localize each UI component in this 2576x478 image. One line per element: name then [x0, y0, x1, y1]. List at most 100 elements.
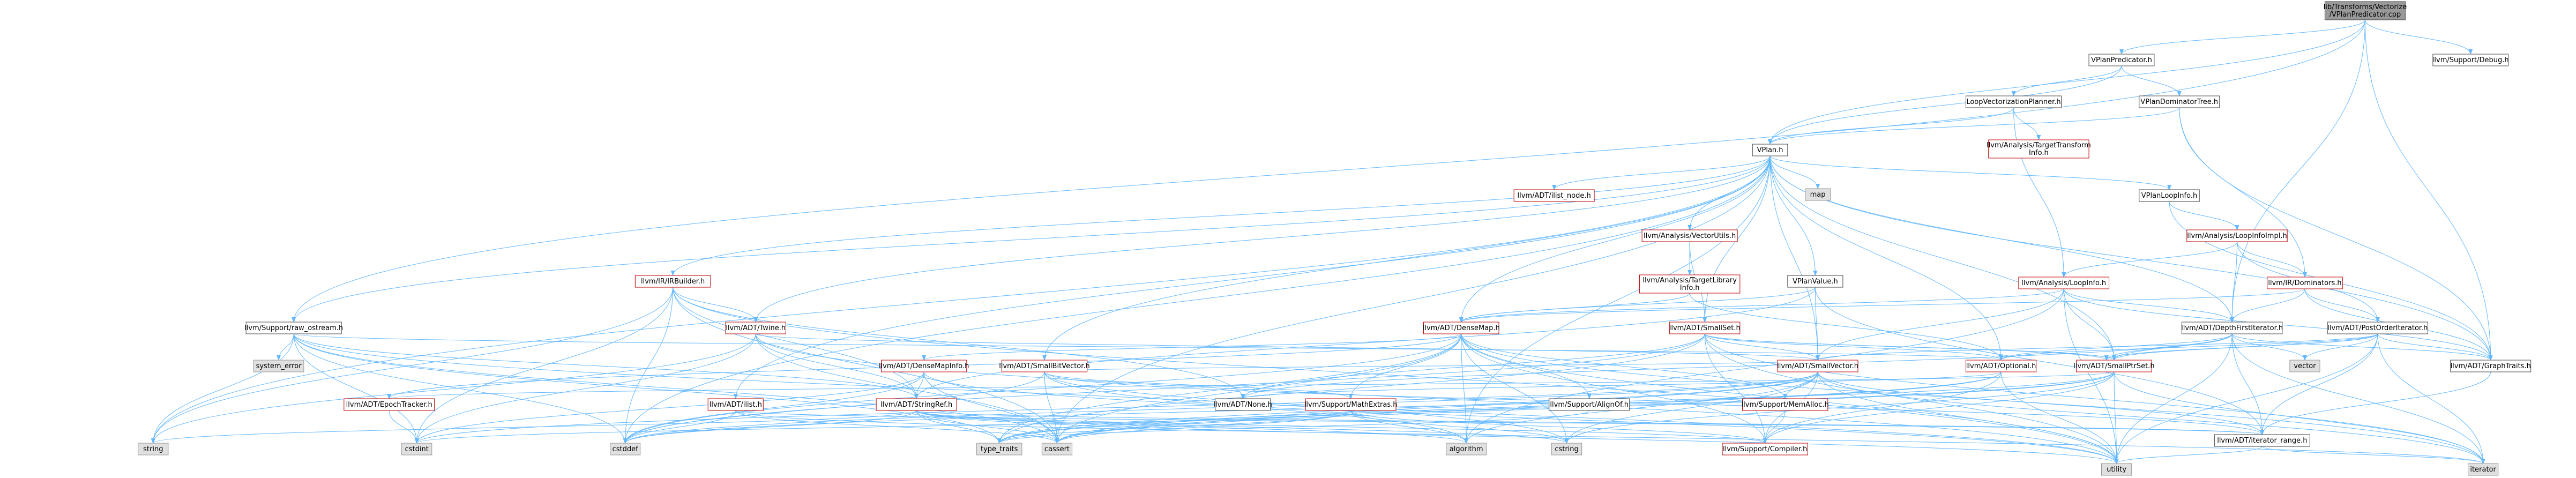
node-mathextras[interactable]: llvm/Support/MathExtras.h — [1304, 398, 1398, 411]
node-label-dominators-0: llvm/IR/Dominators.h — [2268, 279, 2341, 287]
node-memalloc[interactable]: llvm/Support/MemAlloc.h — [1742, 398, 1829, 411]
node-cstring: cstring — [1551, 443, 1582, 455]
node-box-vplan — [1752, 144, 1788, 156]
edge-ilist-to-iterator — [735, 410, 2485, 464]
node-smallset[interactable]: llvm/ADT/SmallSet.h — [1669, 322, 1741, 334]
node-stringref[interactable]: llvm/ADT/StringRef.h — [876, 398, 957, 411]
node-dominators[interactable]: llvm/IR/Dominators.h — [2267, 277, 2343, 289]
edge-stringref-to-cstddef — [623, 410, 917, 444]
node-label-vplanloopinfo-0: VPlanLoopInfo.h — [2141, 192, 2197, 200]
edge-dfiterator-to-optional — [1999, 333, 2232, 361]
edge-vplanvalue-to-stringref — [914, 287, 1816, 399]
edge-vplan-to-densemap — [1459, 155, 1771, 323]
edge-mathextras-to-cstdint — [415, 410, 1352, 444]
node-box-vplanloopinfo — [2139, 189, 2200, 202]
edge-iterator_range-to-utility — [2114, 446, 2263, 464]
node-box-ilist_node — [1513, 189, 1595, 202]
node-loopinfo[interactable]: llvm/Analysis/LoopInfo.h — [2018, 277, 2110, 289]
node-support_debug[interactable]: llvm/Support/Debug.h — [2432, 54, 2509, 66]
edge-smallvector-to-type_traits — [997, 371, 1818, 444]
edge-smallptrset-to-compiler — [1763, 371, 2115, 444]
node-label-memalloc-0: llvm/Support/MemAlloc.h — [1742, 401, 1829, 409]
node-smallvector[interactable]: llvm/ADT/SmallVector.h — [1777, 360, 1858, 372]
node-vplan[interactable]: VPlan.h — [1752, 144, 1788, 156]
node-root[interactable]: lib/Transforms/Vectorize/VPlanPredicator… — [2324, 1, 2407, 20]
node-lvplanner[interactable]: LoopVectorizationPlanner.h — [1966, 95, 2062, 108]
edge-dominators-to-dfiterator — [2230, 288, 2305, 323]
node-vectorutils[interactable]: llvm/Analysis/VectorUtils.h — [1641, 229, 1738, 242]
node-algorithm: algorithm — [1446, 443, 1487, 455]
edge-vplan-to-smallptrset — [1769, 155, 2116, 361]
edge-smallset-to-type_traits — [997, 333, 1705, 444]
edge-twine-to-smallvector — [755, 333, 1820, 361]
node-densemapinfo[interactable]: llvm/ADT/DenseMapInfo.h — [879, 360, 969, 372]
node-label-tti-1: Info.h — [2029, 149, 2049, 157]
edge-dfiterator-to-graphtraits — [2231, 333, 2493, 361]
node-iterator_range[interactable]: llvm/ADT/iterator_range.h — [2214, 434, 2310, 447]
node-smallbitvector[interactable]: llvm/ADT/SmallBitVector.h — [999, 360, 1090, 372]
node-twine[interactable]: llvm/ADT/Twine.h — [725, 322, 786, 334]
node-poiterator[interactable]: llvm/ADT/PostOrderIterator.h — [2327, 322, 2429, 334]
node-label-cstdint-0: cstdint — [405, 445, 429, 453]
node-alignof[interactable]: llvm/Support/AlignOf.h — [1549, 398, 1630, 411]
node-label-vector-0: vector — [2294, 362, 2316, 370]
node-irbuilder[interactable]: llvm/IR/IRBuilder.h — [634, 275, 711, 288]
node-label-cstddef-0: cstddef — [613, 445, 639, 453]
node-label-iterator-0: iterator — [2470, 466, 2496, 474]
node-vplanvalue[interactable]: VPlanValue.h — [1787, 275, 1843, 288]
edge-loopinfo-to-utility — [2063, 288, 2119, 464]
node-loopinfoimpl[interactable]: llvm/Analysis/LoopInfoImpl.h — [2186, 229, 2288, 242]
node-vplanloopinfo[interactable]: VPlanLoopInfo.h — [2139, 189, 2200, 202]
node-utility: utility — [2101, 463, 2132, 476]
edge-smallset-to-compiler — [1704, 333, 1767, 444]
node-graphtraits[interactable]: llvm/ADT/GraphTraits.h — [2450, 360, 2532, 372]
node-ilist[interactable]: llvm/ADT/ilist.h — [707, 398, 764, 411]
node-iterator: iterator — [2468, 463, 2499, 476]
edge-optional-to-compiler — [1763, 371, 2002, 444]
node-epochtracker[interactable]: llvm/ADT/EpochTracker.h — [344, 398, 435, 411]
node-box-none — [1215, 398, 1271, 411]
node-label-root-0: lib/Transforms/Vectorize — [2324, 3, 2407, 11]
node-optional[interactable]: llvm/ADT/Optional.h — [1966, 360, 2037, 372]
node-smallptrset[interactable]: llvm/ADT/SmallPtrSet.h — [2073, 360, 2155, 372]
edge-poiterator-to-iterator_range — [2260, 333, 2378, 435]
node-densemap[interactable]: llvm/ADT/DenseMap.h — [1423, 322, 1500, 334]
edge-vplanloopinfo-to-loopinfoimpl — [2169, 201, 2239, 230]
edge-smallptrset-to-iterator — [2114, 371, 2485, 464]
node-dfiterator[interactable]: llvm/ADT/DepthFirstIterator.h — [2181, 322, 2283, 334]
node-none[interactable]: llvm/ADT/None.h — [1213, 398, 1272, 411]
node-ilist_node[interactable]: llvm/ADT/ilist_node.h — [1513, 189, 1595, 202]
node-type_traits: type_traits — [976, 443, 1022, 455]
node-label-graphtraits-0: llvm/ADT/GraphTraits.h — [2451, 362, 2531, 370]
edge-densemapinfo-to-stringref — [914, 371, 924, 399]
edge-stringref-to-utility — [916, 410, 2119, 464]
edge-dominators-to-densemap — [1459, 288, 2305, 323]
node-label-raw_ostream-0: llvm/Support/raw_ostream.h — [244, 324, 343, 332]
edge-root-to-vplanpredicator_h — [2119, 19, 2365, 55]
node-cstddef: cstddef — [610, 443, 641, 455]
node-box-raw_ostream — [245, 322, 342, 334]
edge-vplan-to-ilist_node — [1552, 155, 1771, 190]
edge-root-to-graphtraits — [2364, 19, 2493, 361]
node-compiler[interactable]: llvm/Support/Compiler.h — [1722, 443, 1808, 455]
node-vplanpredicator_h[interactable]: VPlanPredicator.h — [2088, 54, 2155, 66]
edge-smallptrset-to-utility — [2114, 371, 2119, 464]
edge-smallset-to-optional — [1704, 333, 2003, 361]
edge-vplan-to-smallvector — [1769, 155, 1820, 361]
node-box-poiterator — [2327, 322, 2429, 334]
node-box-cstring — [1551, 443, 1582, 455]
node-box-vector — [2289, 360, 2320, 372]
edge-vplan-to-irbuilder — [670, 155, 1771, 276]
node-box-tti — [1988, 139, 2089, 159]
node-box-lvplanner — [1966, 95, 2062, 108]
node-raw_ostream[interactable]: llvm/Support/raw_ostream.h — [244, 322, 343, 334]
node-system_error: system_error — [253, 360, 304, 372]
node-box-smallvector — [1777, 360, 1858, 372]
node-layer: lib/Transforms/Vectorize/VPlanPredicator… — [138, 1, 2532, 476]
edge-dfiterator-to-smallptrset — [2112, 333, 2232, 361]
node-label-cassert-0: cassert — [1044, 445, 1070, 453]
node-vplandomtree[interactable]: VPlanDominatorTree.h — [2139, 95, 2220, 108]
node-label-ilist_node-0: llvm/ADT/ilist_node.h — [1518, 192, 1591, 200]
